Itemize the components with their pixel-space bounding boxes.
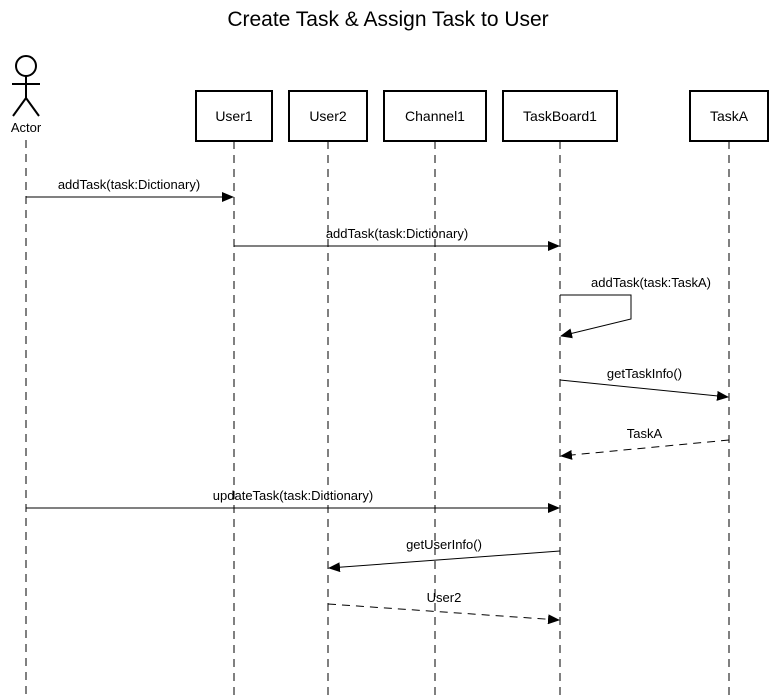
message-label: addTask(task:TaskA)	[591, 275, 711, 290]
actor-head	[15, 55, 37, 77]
taska-label: TaskA	[710, 108, 749, 124]
messages: addTask(task:Dictionary) addTask(task:Dic…	[26, 177, 730, 625]
actor-left-leg	[12, 97, 27, 117]
participant-taska: TaskA	[689, 90, 769, 700]
message-arrow	[560, 439, 730, 460]
participant-user2: User2	[288, 90, 368, 700]
message-label: getUserInfo()	[406, 537, 482, 552]
taskboard1-label: TaskBoard1	[523, 108, 597, 124]
message-label: addTask(task:Dictionary)	[326, 226, 468, 241]
participant-channel1: Channel1	[383, 90, 487, 700]
message-3: addTask(task:TaskA)	[560, 275, 711, 339]
participant-user1: User1	[195, 90, 273, 700]
channel1-box	[383, 90, 487, 142]
message-1: addTask(task:Dictionary)	[26, 177, 234, 202]
message-arrow	[327, 603, 560, 625]
user1-label: User1	[215, 108, 253, 124]
message-4: getTaskInfo()	[559, 366, 729, 401]
user2-box	[288, 90, 368, 142]
channel1-label: Channel1	[405, 108, 465, 124]
message-arrow	[560, 294, 632, 339]
taskboard1-box	[502, 90, 618, 142]
message-arrow	[559, 379, 729, 401]
participant-taskboard1: TaskBoard1	[502, 90, 618, 700]
message-6: updateTask(task:Dictionary)	[26, 488, 560, 513]
message-8: User2	[327, 590, 560, 625]
message-5: TaskA	[560, 426, 730, 460]
actor-right-leg	[25, 97, 40, 117]
diagram-title: Create Task & Assign Task to User	[227, 8, 548, 31]
user2-label: User2	[309, 108, 347, 124]
message-7: getUserInfo()	[328, 537, 561, 573]
taska-box	[689, 90, 769, 142]
message-label: updateTask(task:Dictionary)	[213, 488, 373, 503]
user1-box	[195, 90, 273, 142]
actor-figure: Actor	[11, 55, 42, 135]
message-arrow	[328, 550, 561, 573]
actor-label: Actor	[11, 120, 42, 135]
message-label: User2	[427, 590, 462, 605]
message-label: getTaskInfo()	[607, 366, 682, 381]
message-label: addTask(task:Dictionary)	[58, 177, 200, 192]
message-2: addTask(task:Dictionary)	[234, 226, 560, 251]
message-label: TaskA	[627, 426, 663, 441]
